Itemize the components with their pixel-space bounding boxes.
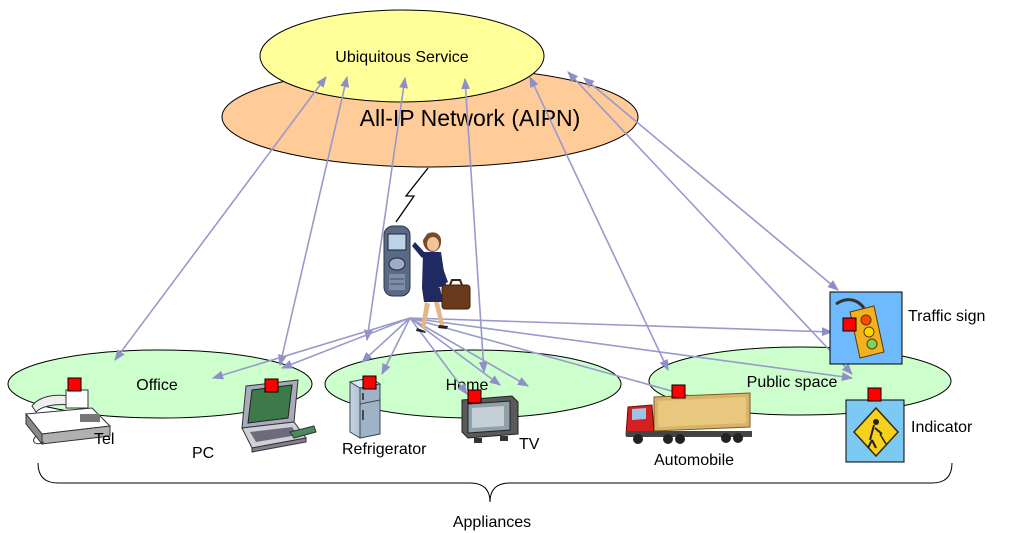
arrow-service-traffic-sign — [583, 77, 839, 291]
automobile-marker — [671, 384, 686, 399]
wireless-link — [395, 167, 429, 223]
arrow-user-automobile — [409, 317, 724, 407]
office-label: Office — [136, 377, 178, 394]
truck-icon — [625, 392, 752, 444]
pc-label: PC — [192, 445, 214, 462]
mobile-phone-icon — [383, 225, 411, 297]
arrow-service-office — [114, 76, 327, 361]
automobile-label: Automobile — [654, 452, 734, 469]
home-label: Home — [446, 377, 489, 394]
arrow-user-traffic-sign — [409, 317, 834, 337]
arrow-user-home — [409, 317, 501, 386]
aipn-label: All-IP Network (AIPN) — [360, 105, 581, 131]
arrow-user-home-right — [409, 317, 529, 387]
appliances-label: Appliances — [453, 514, 531, 531]
public-space-label: Public space — [747, 374, 838, 391]
tv-marker — [467, 389, 482, 404]
tv-icon — [461, 395, 519, 443]
indicator-label: Indicator — [911, 419, 973, 436]
arrow-user-office — [211, 317, 411, 380]
indicator-sign-icon — [845, 399, 905, 463]
traffic-light-icon — [829, 291, 903, 365]
fax-telephone-icon — [25, 389, 112, 446]
tel-label: Tel — [94, 431, 114, 448]
indicator-marker — [867, 387, 882, 402]
tel-marker — [67, 377, 82, 392]
arrow-service-pc — [277, 75, 350, 367]
ubiquitous-service-label: Ubiquitous Service — [335, 49, 469, 66]
service-arrows — [114, 71, 853, 375]
arrow-service-public-space — [567, 71, 853, 375]
arrow-user-pc — [280, 317, 411, 369]
arrow-service-tv — [461, 77, 488, 374]
laptop-pc-icon — [241, 379, 317, 453]
businesswoman-icon — [412, 232, 471, 333]
traffic-sign-marker — [842, 317, 857, 332]
tv-label: TV — [519, 436, 540, 453]
traffic-sign-label: Traffic sign — [908, 308, 985, 325]
arrow-user-fridge-top — [381, 317, 411, 376]
appliances-brace — [37, 462, 953, 503]
refrigerator-label: Refrigerator — [342, 441, 427, 458]
arrow-user-refrigerator — [361, 317, 411, 363]
arrow-service-refrigerator — [364, 76, 408, 342]
refrigerator-marker — [362, 375, 377, 390]
arrow-user-public-space — [409, 317, 854, 382]
pc-marker — [264, 378, 279, 393]
